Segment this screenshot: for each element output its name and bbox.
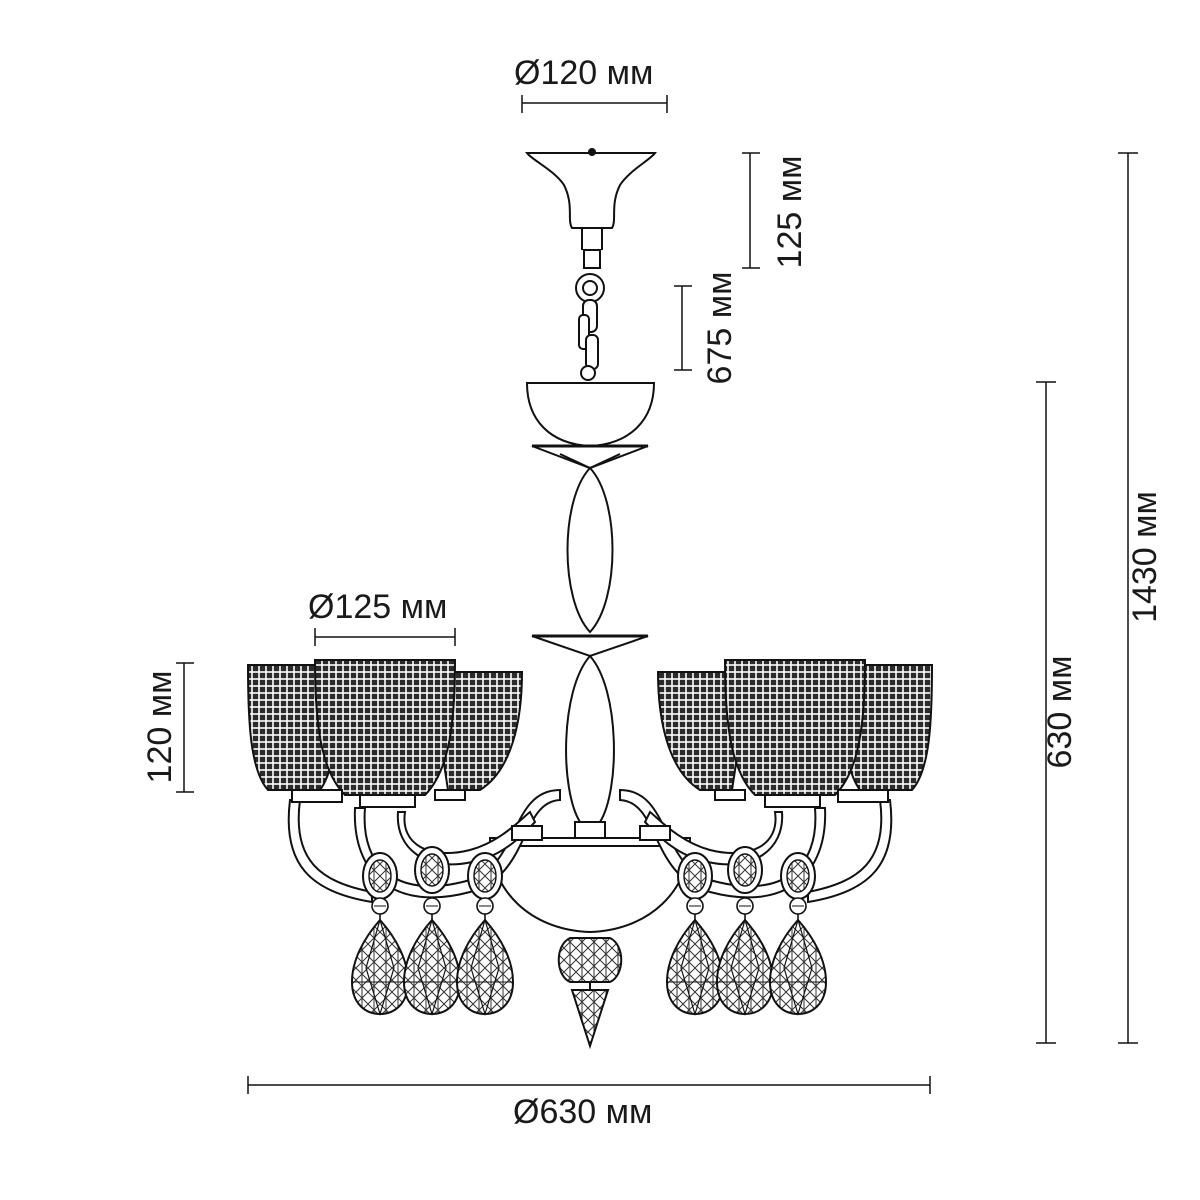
chain-length-label: 675 мм (701, 271, 739, 385)
shade-diameter-label: Ø125 мм (308, 588, 448, 626)
canopy-height-label: 125 мм (771, 155, 809, 269)
shade-height-label: 120 мм (141, 670, 179, 784)
body-height-label: 630 мм (1041, 655, 1079, 769)
dimension-lines (176, 95, 1138, 1094)
canopy-diameter-label: Ø120 мм (514, 54, 654, 92)
total-height-label: 1430 мм (1126, 491, 1164, 623)
overall-diameter-label: Ø630 мм (513, 1093, 653, 1131)
glass-shades (246, 659, 934, 808)
chandelier-body (488, 148, 692, 1050)
